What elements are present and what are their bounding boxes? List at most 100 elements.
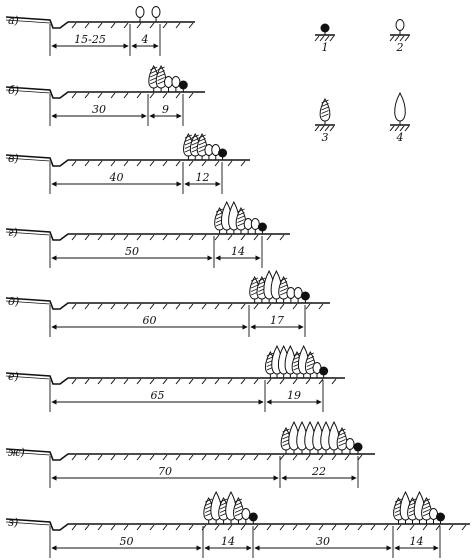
conifer-hatch xyxy=(306,359,314,364)
ground-hatch xyxy=(136,454,142,461)
ground-hatch xyxy=(188,378,194,385)
ground-hatch xyxy=(201,454,207,461)
dimension-label: 70 xyxy=(158,465,172,478)
ground-hatch xyxy=(370,524,376,531)
ground-hatch xyxy=(123,454,129,461)
conifer-hatch xyxy=(234,498,243,503)
conifer-hatch xyxy=(279,277,288,282)
conifer-hatch xyxy=(321,99,329,104)
ground-hatch xyxy=(266,454,272,461)
ground-hatch xyxy=(97,234,103,241)
ground-hatch xyxy=(136,303,142,310)
plant-2 xyxy=(171,76,181,92)
ground-hatch xyxy=(97,378,103,385)
ground-hatch xyxy=(136,92,142,99)
ground-profile xyxy=(5,297,330,310)
ground-hatch xyxy=(314,35,320,42)
plant-3 xyxy=(336,427,348,454)
ground-hatch xyxy=(396,524,402,531)
conifer-hatch xyxy=(321,110,329,114)
conifer-hatch xyxy=(205,498,213,503)
ground-hatch xyxy=(266,378,272,385)
ground-hatch xyxy=(84,524,90,531)
hatched-conifer-icon xyxy=(233,497,244,521)
hatched-conifer-icon xyxy=(235,207,247,231)
conifer-hatch xyxy=(282,435,290,440)
conifer-hatch xyxy=(258,277,266,282)
ground-hatch xyxy=(149,524,155,531)
conifer-hatch xyxy=(250,284,259,289)
conifer-hatch xyxy=(422,505,431,510)
plant-2 xyxy=(211,144,221,160)
conifer-hatch xyxy=(279,284,288,289)
plant-3 xyxy=(421,497,432,524)
round-light-tree-icon xyxy=(151,6,161,18)
ground-hatch xyxy=(149,160,155,167)
road-edge xyxy=(5,89,51,94)
round-light-tree-icon xyxy=(293,287,303,299)
ground-hatch xyxy=(110,524,116,531)
hatched-conifer-icon xyxy=(421,497,432,521)
ground-hatch xyxy=(97,303,103,310)
conifer-hatch xyxy=(266,352,274,357)
round-dark-shrub-icon xyxy=(436,512,445,522)
plant-3 xyxy=(280,427,292,454)
ground-hatch xyxy=(97,524,103,531)
ground-hatch xyxy=(329,125,335,132)
ground-hatch xyxy=(240,160,246,167)
conifer-hatch xyxy=(234,512,243,517)
conifer-hatch xyxy=(250,281,259,285)
dimension-label: 60 xyxy=(143,314,157,327)
conifer-hatch xyxy=(279,291,288,296)
conifer-hatch xyxy=(422,502,431,506)
conifer-hatch xyxy=(258,281,266,285)
ground-hatch xyxy=(318,454,324,461)
ground-hatch xyxy=(389,35,395,42)
dimension-label: 19 xyxy=(287,389,301,402)
ground-hatch xyxy=(305,454,311,461)
hatched-conifer-icon xyxy=(278,276,289,300)
plant-2 xyxy=(164,76,173,92)
ground-hatch xyxy=(240,303,246,310)
legend-label: 4 xyxy=(396,131,404,144)
conifer-hatch xyxy=(408,498,417,503)
plant-3 xyxy=(235,207,247,234)
conifer-hatch xyxy=(198,148,206,153)
ground-hatch xyxy=(97,160,103,167)
ground-hatch xyxy=(110,22,116,29)
ground-hatch xyxy=(149,92,155,99)
ground-hatch xyxy=(110,160,116,167)
plant-2 xyxy=(241,508,251,524)
ground-hatch xyxy=(162,160,168,167)
ground-hatch xyxy=(123,160,129,167)
conifer-hatch xyxy=(279,288,288,292)
ground-profile xyxy=(5,448,375,461)
ground-hatch xyxy=(279,303,285,310)
round-light-tree-icon xyxy=(345,438,355,450)
conifer-hatch xyxy=(422,498,431,503)
ground-hatch xyxy=(279,454,285,461)
ground-hatch xyxy=(324,35,330,42)
ground-hatch xyxy=(214,378,220,385)
plant-3 xyxy=(233,497,244,524)
round-dark-shrub-icon xyxy=(178,80,188,90)
dimension-label: 15-25 xyxy=(74,33,106,46)
ground-hatch xyxy=(188,524,194,531)
conifer-hatch xyxy=(157,73,165,78)
ground-hatch xyxy=(71,22,77,29)
ground-hatch xyxy=(175,524,181,531)
plant-2 xyxy=(151,6,161,22)
dimension-label: 22 xyxy=(311,465,326,478)
conifer-hatch xyxy=(219,498,228,503)
conifer-hatch xyxy=(150,73,158,78)
ground-hatch xyxy=(240,234,246,241)
ground-hatch xyxy=(314,125,320,132)
ground-hatch xyxy=(319,35,325,42)
ground-profile xyxy=(5,372,345,385)
conifer-hatch xyxy=(282,428,290,433)
road-edge xyxy=(5,19,51,24)
ground-hatch xyxy=(357,454,363,461)
conifer-hatch xyxy=(250,277,259,282)
